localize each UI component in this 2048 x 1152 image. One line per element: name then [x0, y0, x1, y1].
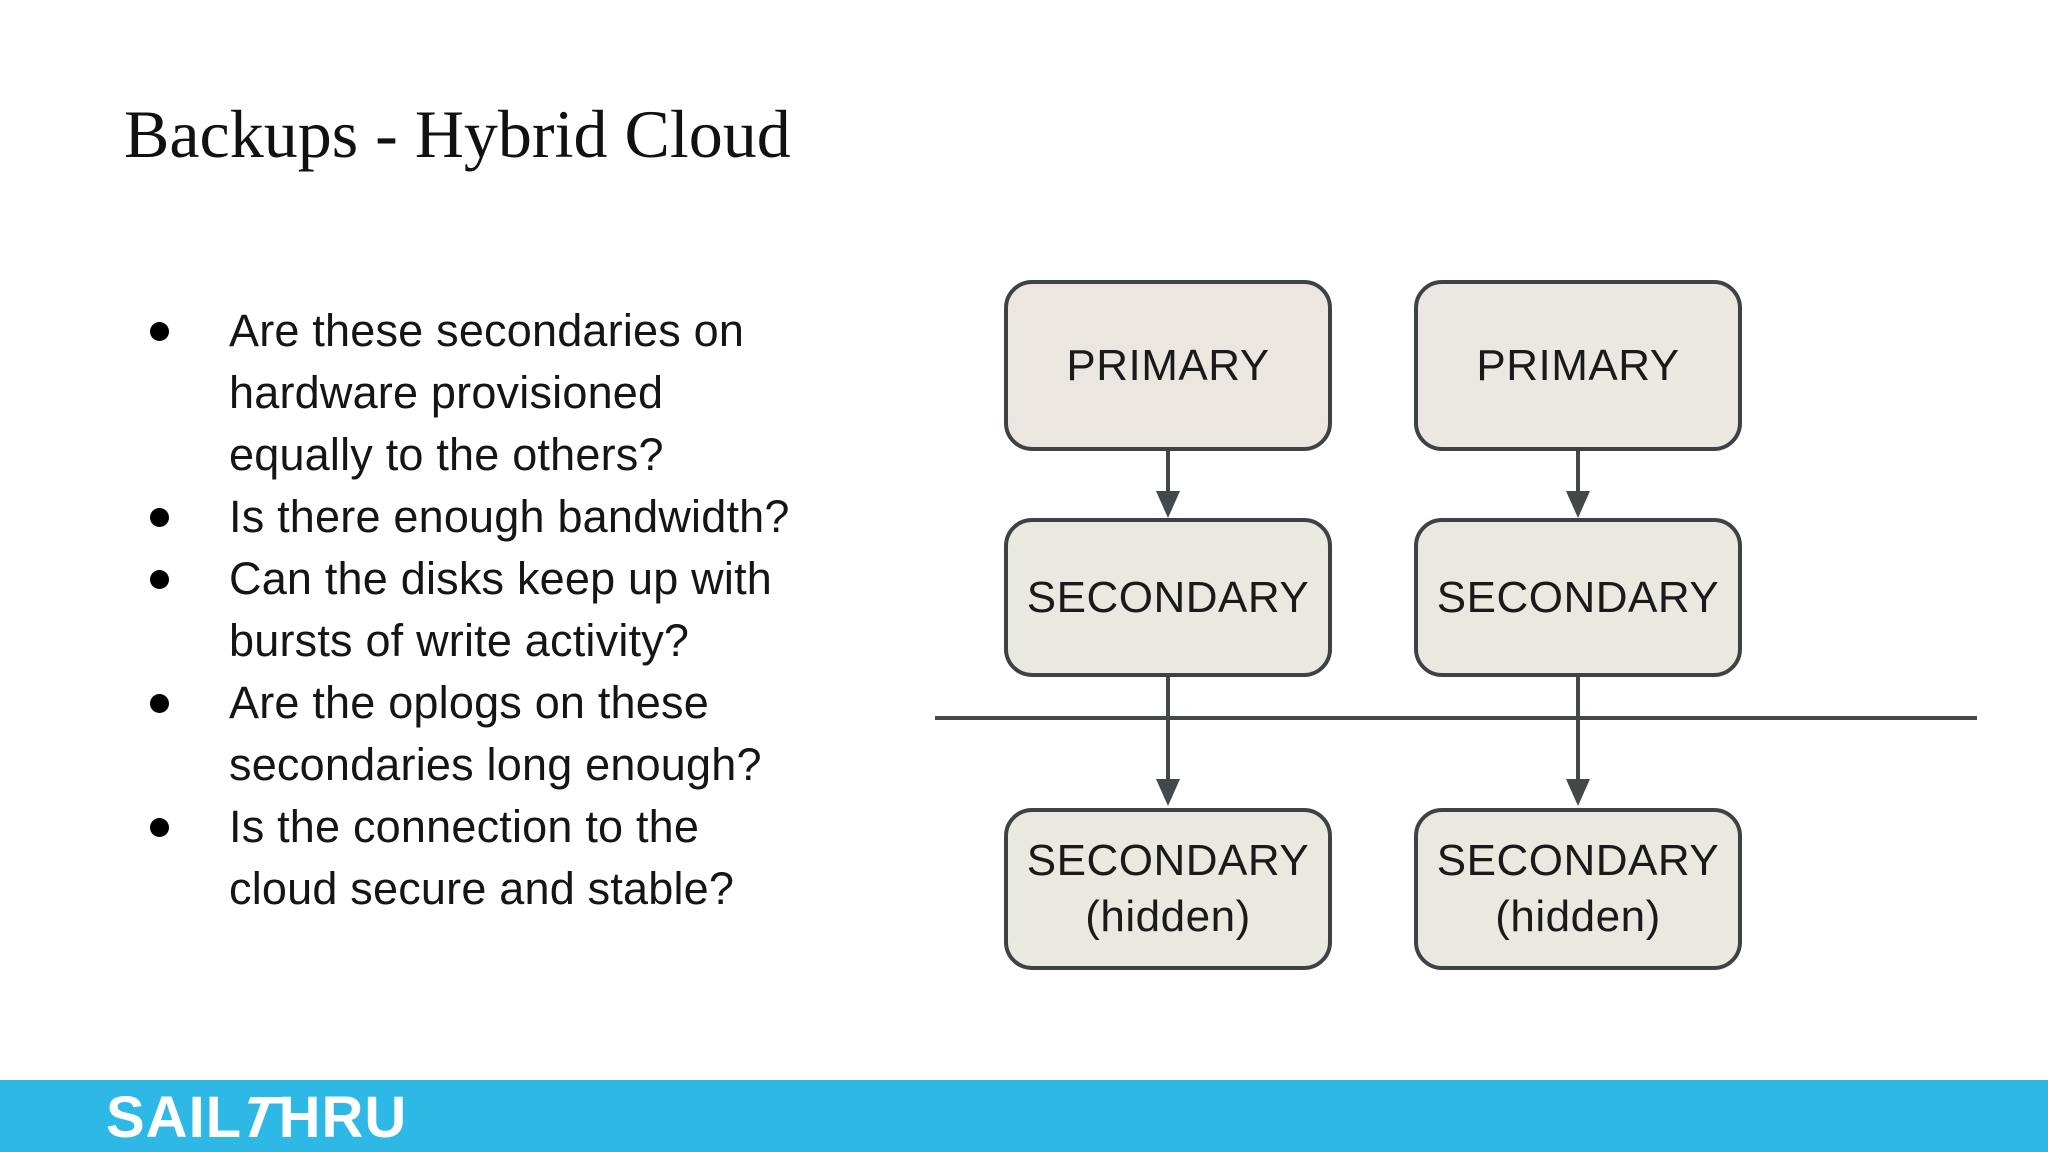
- sailthru-logo: SAILTHRU: [106, 1085, 407, 1150]
- primary-box-label: PRIMARY: [1476, 340, 1680, 390]
- footer-bar: [0, 1080, 2048, 1152]
- hidden-secondary-box: SECONDARY (hidden): [1004, 808, 1332, 970]
- bullet-list: Are these secondaries on hardware provis…: [150, 300, 910, 920]
- list-item: Are the oplogs on these secondaries long…: [150, 672, 910, 796]
- bullet-line: cloud secure and stable?: [229, 863, 735, 914]
- logo-text: HRU: [278, 1085, 408, 1150]
- arrow-down-icon: [1566, 491, 1590, 518]
- arrow-down-icon: [1156, 779, 1180, 806]
- bullet-line: Are these secondaries on: [229, 305, 745, 356]
- replication-arrow-shaft: [1166, 677, 1170, 780]
- hidden-secondary-box-label: SECONDARY: [1026, 836, 1310, 885]
- list-item: Is there enough bandwidth?: [150, 486, 910, 548]
- arrow-down-icon: [1566, 779, 1590, 806]
- primary-box: PRIMARY: [1414, 280, 1742, 451]
- bullet-line: Is there enough bandwidth?: [229, 491, 790, 542]
- logo-text: SAIL: [106, 1085, 243, 1150]
- secondary-box: SECONDARY: [1004, 518, 1332, 677]
- primary-box: PRIMARY: [1004, 280, 1332, 451]
- hidden-secondary-box-sublabel: (hidden): [1085, 892, 1251, 941]
- replication-arrow-shaft: [1166, 451, 1170, 493]
- bullet-dot-icon: [150, 322, 169, 341]
- bullet-dot-icon: [150, 570, 169, 589]
- slide-title: Backups - Hybrid Cloud: [124, 96, 791, 172]
- replication-arrow-shaft: [1576, 451, 1580, 493]
- bullet-dot-icon: [150, 508, 169, 527]
- network-boundary-line: [935, 716, 1977, 720]
- secondary-box-label: SECONDARY: [1436, 572, 1720, 622]
- arrow-down-icon: [1156, 491, 1180, 518]
- bullet-dot-icon: [150, 818, 169, 837]
- bullet-line: equally to the others?: [229, 429, 664, 480]
- list-item: Is the connection to the cloud secure an…: [150, 796, 910, 920]
- bullet-line: hardware provisioned: [229, 367, 664, 418]
- secondary-box-label: SECONDARY: [1026, 572, 1310, 622]
- bullet-line: Is the connection to the: [229, 801, 700, 852]
- list-item: Are these secondaries on hardware provis…: [150, 300, 910, 486]
- secondary-box: SECONDARY: [1414, 518, 1742, 677]
- bullet-line: secondaries long enough?: [229, 739, 762, 790]
- hidden-secondary-box: SECONDARY (hidden): [1414, 808, 1742, 970]
- bullet-line: Are the oplogs on these: [229, 677, 709, 728]
- list-item: Can the disks keep up with bursts of wri…: [150, 548, 910, 672]
- bullet-line: bursts of write activity?: [229, 615, 690, 666]
- bullet-line: Can the disks keep up with: [229, 553, 773, 604]
- replication-arrow-shaft: [1576, 677, 1580, 780]
- hidden-secondary-box-sublabel: (hidden): [1495, 892, 1661, 941]
- hidden-secondary-box-label: SECONDARY: [1436, 836, 1720, 885]
- bullet-dot-icon: [150, 694, 169, 713]
- primary-box-label: PRIMARY: [1066, 340, 1270, 390]
